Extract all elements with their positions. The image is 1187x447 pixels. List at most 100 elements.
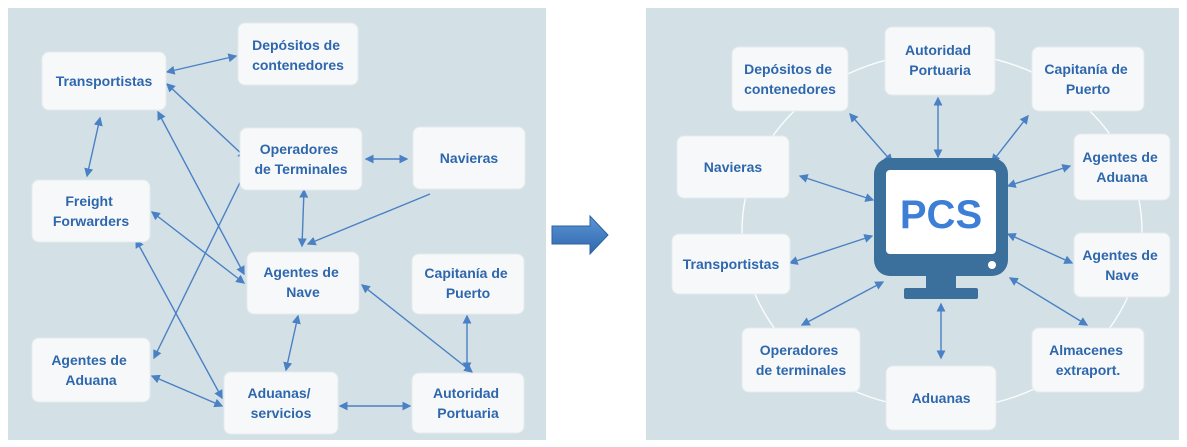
label-line: Autoridad: [433, 385, 499, 401]
label-navieras-pcs: Navieras: [704, 159, 763, 175]
label-capitania-puerto: Capitanía de Puerto: [424, 265, 511, 301]
label-capitania-puerto-pcs: Capitanía de Puerto: [1044, 61, 1131, 97]
label-line: contenedores: [744, 81, 836, 97]
label-line: Operadores: [760, 342, 839, 358]
label-line: Agentes de: [1082, 149, 1158, 165]
label-transportistas-pcs: Transportistas: [683, 256, 780, 272]
monitor-neck: [926, 276, 956, 288]
label-aduanas-servicios: Aduanas/ servicios: [248, 385, 315, 421]
label-line: Transportistas: [683, 256, 780, 272]
monitor-base: [904, 288, 978, 299]
label-agentes-nave-pcs: Agentes de Nave: [1082, 247, 1161, 283]
label-depositos-contenedores: Depósitos de contenedores: [252, 37, 344, 73]
label-line: contenedores: [252, 57, 344, 73]
node-autoridad-portuaria-pcs: Autoridad Portuaria: [884, 26, 996, 96]
arrow-agentes-aduana-operadores: [153, 160, 251, 360]
label-agentes-aduana: Agentes de Aduana: [51, 352, 130, 388]
label-agentes-aduana-pcs: Agentes de Aduana: [1082, 149, 1161, 185]
label-line: Navieras: [704, 159, 763, 175]
spoke-operadores: [800, 281, 885, 326]
node-autoridad-portuaria: Autoridad Portuaria: [411, 372, 525, 434]
label-line: Portuaria: [437, 405, 499, 421]
label-line: Autoridad: [905, 42, 971, 58]
label-line: Aduanas/: [248, 385, 311, 401]
spoke-capitania: [991, 114, 1029, 164]
spoke-navieras: [798, 174, 875, 202]
label-line: Operadores: [260, 141, 339, 157]
label-line: Puerto: [1066, 81, 1110, 97]
label-line: servicios: [251, 405, 312, 421]
label-line: de Terminales: [254, 161, 347, 177]
label-line: Almacenes: [1049, 342, 1123, 358]
monitor-power-dot: [988, 261, 996, 269]
label-line: Aduanas: [911, 390, 970, 406]
arrow-transportistas-freight: [84, 116, 103, 178]
arrow-agentes-nave-aduanas: [283, 314, 301, 372]
label-line: Depósitos de: [252, 37, 340, 53]
node-agentes-aduana-pcs: Agentes de Aduana: [1073, 133, 1171, 201]
label-line: Agentes de: [1082, 247, 1158, 263]
node-agentes-nave-pcs: Agentes de Nave: [1073, 232, 1171, 298]
node-almacenes-extraport-pcs: Almacenes extraport.: [1031, 327, 1145, 393]
arrow-operadores-agentes-nave: [297, 188, 309, 248]
node-operadores-terminales: Operadores de Terminales: [239, 127, 363, 191]
label-line: Capitanía de: [424, 265, 507, 281]
label-transportistas: Transportistas: [56, 73, 153, 89]
label-line: Capitanía de: [1044, 61, 1127, 77]
node-navieras: Navieras: [412, 126, 526, 190]
label-line: Aduana: [1096, 169, 1148, 185]
arrow-transportistas-depositos: [165, 53, 238, 75]
label-line: Depósitos de: [744, 61, 832, 77]
arrow-agentes-aduana-aduanas: [150, 374, 224, 408]
node-depositos-contenedores-pcs: Depósitos de contenedores: [731, 46, 849, 112]
monitor-screen: [886, 170, 996, 254]
label-operadores-terminales-pcs: Operadores de terminales: [756, 342, 846, 378]
spoke-transportistas: [788, 234, 874, 265]
label-line: Nave: [1105, 267, 1139, 283]
label-line: Agentes de: [51, 352, 127, 368]
node-depositos-contenedores: Depósitos de contenedores: [237, 22, 359, 86]
spoke-almacenes: [1008, 277, 1089, 326]
label-line: Puerto: [446, 285, 490, 301]
spoke-agentes-aduana: [1006, 164, 1072, 188]
arrow-agentes-nave-autoridad: [360, 284, 474, 373]
label-agentes-nave: Agentes de Nave: [263, 264, 342, 300]
node-aduanas-servicios: Aduanas/ servicios: [223, 371, 339, 435]
node-operadores-terminales-pcs: Operadores de terminales: [741, 327, 861, 393]
pcs-label: PCS: [900, 193, 982, 237]
node-capitania-puerto-pcs: Capitanía de Puerto: [1031, 46, 1145, 112]
label-aduanas-pcs: Aduanas: [911, 390, 970, 406]
arrow-navieras-agentes-nave: [306, 193, 431, 246]
label-line: Forwarders: [53, 213, 129, 229]
node-transportistas-pcs: Transportistas: [671, 233, 791, 295]
label-line: de terminales: [756, 362, 846, 378]
label-line: Navieras: [440, 150, 499, 166]
node-freight-forwarders: Freight Forwarders: [31, 179, 151, 243]
label-line: Aduana: [65, 372, 117, 388]
node-capitania-puerto: Capitanía de Puerto: [411, 253, 525, 315]
label-line: Transportistas: [56, 73, 153, 89]
label-autoridad-portuaria: Autoridad Portuaria: [433, 385, 503, 421]
label-depositos-contenedores-pcs: Depósitos de contenedores: [744, 61, 836, 97]
label-line: extraport.: [1056, 362, 1121, 378]
label-autoridad-portuaria-pcs: Autoridad Portuaria: [905, 42, 975, 78]
label-line: Nave: [286, 284, 320, 300]
left-connections: [84, 53, 474, 411]
monitor-icon: PCS: [874, 158, 1008, 299]
label-almacenes-extraport-pcs: Almacenes extraport.: [1049, 342, 1127, 378]
spoke-depositos: [849, 112, 893, 164]
label-operadores-terminales: Operadores de Terminales: [254, 141, 347, 177]
label-line: Portuaria: [909, 62, 971, 78]
node-navieras-pcs: Navieras: [676, 135, 790, 199]
label-line: Agentes de: [263, 264, 339, 280]
label-freight-forwarders: Freight Forwarders: [53, 193, 129, 229]
node-agentes-aduana: Agentes de Aduana: [31, 337, 151, 403]
label-navieras: Navieras: [440, 150, 499, 166]
label-line: Freight: [65, 193, 113, 209]
node-transportistas: Transportistas: [41, 51, 167, 111]
right-connections: [788, 96, 1089, 360]
right-arrow-icon: [551, 214, 609, 256]
node-aduanas-pcs: Aduanas: [885, 365, 997, 431]
node-agentes-nave: Agentes de Nave: [246, 251, 360, 315]
